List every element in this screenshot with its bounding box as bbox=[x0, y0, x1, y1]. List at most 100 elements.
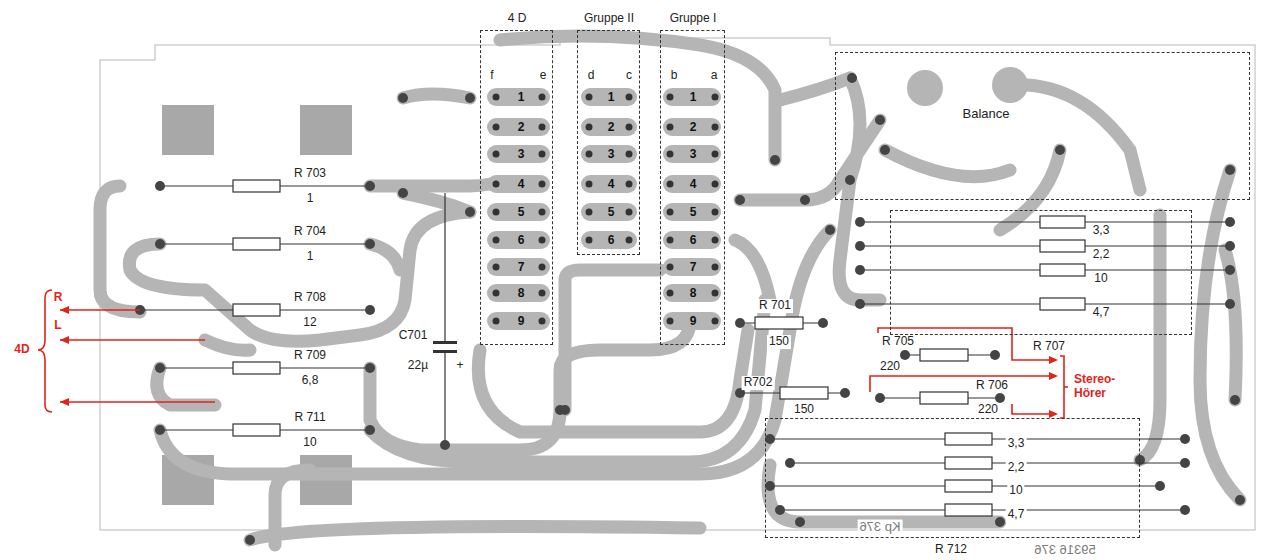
pin-number: 4 bbox=[516, 178, 527, 192]
pin-hole bbox=[626, 124, 633, 131]
pin-pad bbox=[487, 118, 550, 136]
arrowhead bbox=[1049, 410, 1058, 418]
pin-hole bbox=[493, 209, 500, 216]
solder-pad bbox=[465, 93, 475, 103]
pin-hole bbox=[626, 237, 633, 244]
pin-hole bbox=[493, 151, 500, 158]
pin-hole bbox=[712, 151, 719, 158]
lead-pad bbox=[365, 239, 375, 249]
resistor-value: 150 bbox=[767, 335, 791, 349]
annotation-line bbox=[1012, 404, 1052, 414]
solder-pad bbox=[245, 535, 255, 545]
pin-hole bbox=[667, 290, 674, 297]
annotation-line bbox=[1060, 356, 1064, 418]
pin-hole bbox=[493, 181, 500, 188]
arrowhead bbox=[1049, 356, 1058, 364]
lead-pad bbox=[775, 505, 785, 515]
pin-number: 3 bbox=[606, 148, 617, 162]
lead-pad bbox=[840, 388, 850, 398]
pin-hole bbox=[712, 181, 719, 188]
pin-hole bbox=[586, 124, 593, 131]
pin-number: 1 bbox=[516, 91, 527, 105]
resistor-value: 6,8 bbox=[300, 374, 321, 388]
pin-number: 9 bbox=[688, 315, 699, 329]
pin-pad bbox=[487, 145, 550, 163]
part-label: R 701 bbox=[757, 299, 793, 313]
pin-number: 3 bbox=[688, 148, 699, 162]
solder-pad bbox=[847, 73, 857, 83]
pin-hole bbox=[712, 318, 719, 325]
part-label: R 708 bbox=[292, 291, 328, 305]
pin-pad bbox=[487, 88, 550, 106]
capacitor-value: 22µ bbox=[406, 359, 430, 373]
pin-hole bbox=[539, 318, 546, 325]
pin-number: 4 bbox=[606, 178, 617, 192]
capacitor-lead bbox=[444, 193, 445, 343]
part-label: R 704 bbox=[292, 225, 328, 239]
solder-pad bbox=[735, 195, 745, 205]
pin-hole bbox=[712, 264, 719, 271]
connector-name: Gruppe I bbox=[668, 12, 719, 26]
resistor-symbol bbox=[1040, 240, 1085, 252]
resistor-value: 1 bbox=[305, 192, 316, 206]
pin-pad bbox=[581, 145, 637, 163]
solder-pad bbox=[880, 145, 890, 155]
copper-trace bbox=[403, 94, 470, 98]
pin-hole bbox=[626, 209, 633, 216]
pin-pad bbox=[487, 203, 550, 221]
connector-block: Gruppe Iba123456789 bbox=[660, 30, 725, 345]
pin-pad bbox=[663, 88, 721, 106]
pin-pad bbox=[581, 175, 637, 193]
annotation-line bbox=[60, 309, 140, 311]
pin-hole bbox=[586, 94, 593, 101]
pin-pad bbox=[487, 175, 550, 193]
resistor-group: R 7073,32,2104,7 bbox=[890, 210, 1192, 335]
lead-pad bbox=[900, 350, 910, 360]
copper-trace bbox=[1200, 170, 1240, 500]
lead-pad bbox=[365, 363, 375, 373]
pin-number: 2 bbox=[688, 121, 699, 135]
pin-pad bbox=[663, 203, 721, 221]
arrowhead bbox=[60, 306, 69, 314]
lead-pad bbox=[765, 481, 775, 491]
solder-pad bbox=[825, 225, 835, 235]
resistor-symbol bbox=[945, 457, 992, 469]
arrowhead bbox=[1049, 372, 1058, 380]
lead-pad bbox=[155, 425, 165, 435]
pin-number: 9 bbox=[516, 315, 527, 329]
lead-pad bbox=[735, 318, 745, 328]
resistor-symbol bbox=[233, 304, 280, 316]
part-label: R 703 bbox=[292, 167, 328, 181]
pin-pad bbox=[663, 231, 721, 249]
pin-hole bbox=[539, 181, 546, 188]
solder-pad bbox=[875, 115, 885, 125]
solder-pad bbox=[800, 195, 810, 205]
pin-hole bbox=[667, 181, 674, 188]
pin-number: 2 bbox=[606, 121, 617, 135]
resistor-symbol bbox=[233, 180, 280, 192]
copper-trace bbox=[1225, 250, 1236, 400]
resistor-value: 220 bbox=[976, 403, 1000, 417]
lead-pad bbox=[855, 299, 865, 309]
pin-pad bbox=[663, 284, 721, 302]
lead-pad bbox=[855, 241, 865, 251]
pin-hole bbox=[712, 237, 719, 244]
resistor-value: 2,2 bbox=[1091, 248, 1112, 262]
lead-pad bbox=[155, 239, 165, 249]
solder-pad bbox=[1230, 395, 1240, 405]
resistor-value: 10 bbox=[1007, 484, 1024, 498]
solder-pad bbox=[398, 188, 408, 198]
resistor-symbol bbox=[920, 349, 968, 361]
solder-pad bbox=[1235, 495, 1245, 505]
pin-hole bbox=[539, 237, 546, 244]
lead-pad bbox=[1225, 299, 1235, 309]
part-label: R 709 bbox=[292, 349, 328, 363]
resistor-symbol bbox=[233, 238, 280, 250]
lead-pad bbox=[365, 425, 375, 435]
pin-hole bbox=[626, 94, 633, 101]
contact-row-letter: a bbox=[709, 69, 720, 83]
part-label: R702 bbox=[742, 376, 775, 390]
pin-hole bbox=[712, 290, 719, 297]
lead-pad bbox=[855, 265, 865, 275]
